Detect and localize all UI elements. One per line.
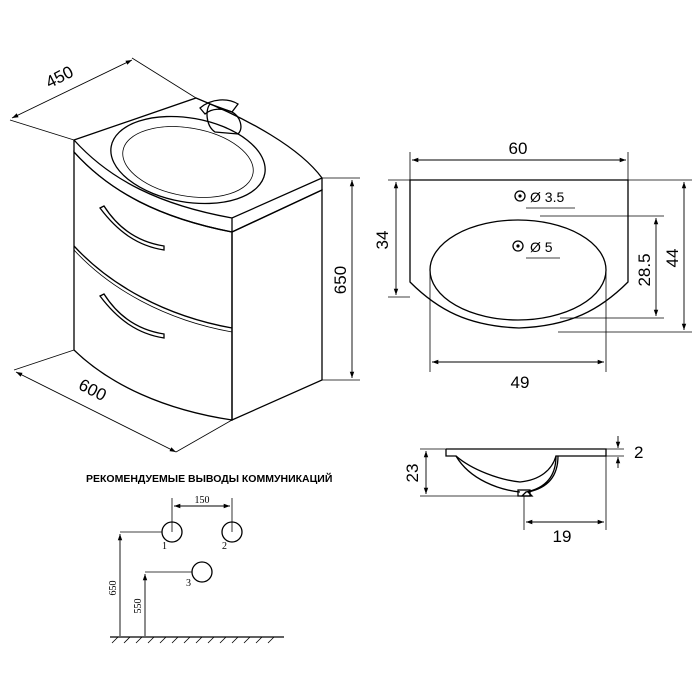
cabinet-height-label: 650 (331, 266, 350, 294)
drain-hole-icon (512, 240, 524, 252)
outlet-height-lower-label: 550 (133, 599, 144, 614)
cabinet-depth-label: 450 (43, 62, 77, 92)
floor-hatch (111, 636, 275, 644)
basin-total-depth-label: 44 (663, 249, 682, 268)
basin-top-outline (409, 179, 629, 329)
cabinet-front (73, 150, 233, 421)
outlet-spacing-label: 150 (195, 495, 210, 506)
communications-diagram: РЕКОМЕНДУЕМЫЕ ВЫВОДЫ КОММУНИКАЦИЙ 150 1 … (86, 472, 332, 644)
bowl-width-label: 49 (511, 373, 530, 392)
drawer-handle-top (99, 205, 165, 251)
outlet-3-label: 3 (186, 578, 191, 589)
basin-depth-label: 34 (373, 231, 392, 250)
outlet-1-label: 1 (162, 541, 167, 552)
section-height-label: 23 (403, 464, 422, 483)
tap-hole-label: Ø 3.5 (530, 189, 564, 205)
drawer-divider (73, 245, 233, 329)
rim-thickness-label: 2 (634, 443, 643, 462)
drain-offset-label: 19 (553, 527, 572, 546)
cabinet-width-label: 600 (76, 375, 110, 405)
outlet-3-icon (191, 561, 213, 583)
drawer-handle-bottom (99, 293, 165, 339)
faucet-icon (199, 99, 242, 135)
outlet-2-icon (221, 521, 243, 543)
bowl-depth-label: 28.5 (635, 253, 654, 286)
drain-hole-label: Ø 5 (530, 239, 553, 255)
basin-top-view: Ø 3.5 Ø 5 60 34 44 28.5 49 (373, 139, 692, 392)
outlet-2-label: 2 (222, 541, 227, 552)
outlet-height-upper-label: 650 (108, 581, 119, 596)
basin-top-bowl (429, 219, 607, 321)
basin-section-view: 23 2 19 (403, 436, 643, 546)
tap-hole-icon (514, 190, 526, 202)
communications-title: РЕКОМЕНДУЕМЫЕ ВЫВОДЫ КОММУНИКАЦИЙ (86, 472, 332, 485)
cabinet-view: 450 600 650 (9, 57, 360, 453)
cabinet-side (231, 188, 323, 422)
basin-bowl (110, 115, 266, 205)
basin-width-label: 60 (509, 139, 528, 158)
